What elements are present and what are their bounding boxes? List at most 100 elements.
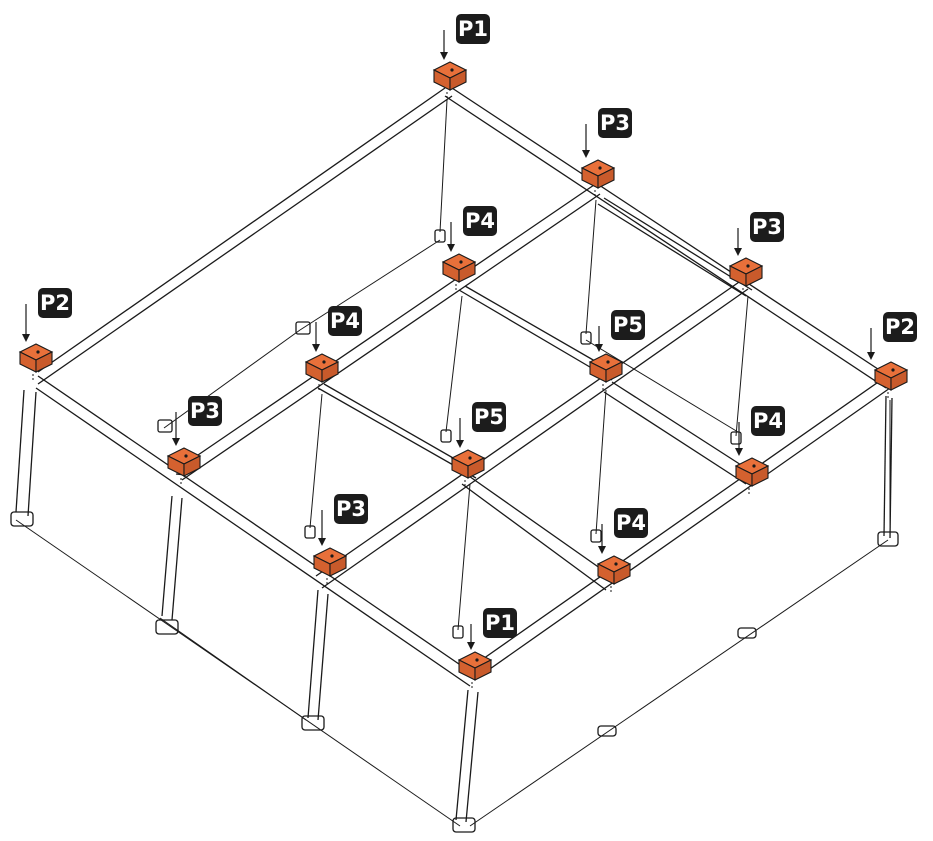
callout-box <box>328 306 362 336</box>
connector-right-face <box>890 369 908 391</box>
callout-box <box>334 494 368 524</box>
callout-arrowhead <box>467 642 475 650</box>
callout-arrowhead <box>447 244 455 252</box>
connector-p1-top-back <box>432 61 468 98</box>
callout-box <box>883 312 917 342</box>
callout-label: P4 <box>753 409 783 433</box>
connector-p1-front-bottom <box>457 651 493 688</box>
connector-hole <box>36 350 40 354</box>
callout-box <box>611 310 645 340</box>
connector-hole <box>330 554 334 558</box>
callout-arrowhead <box>734 248 742 256</box>
callout-center-right: P5 <box>595 310 645 352</box>
connector-hole <box>614 562 618 566</box>
callout-label: P3 <box>190 399 220 423</box>
connector-hole <box>184 454 188 458</box>
connector-right-face <box>751 465 769 487</box>
callout-box <box>750 212 784 242</box>
connector-right-face <box>605 361 623 383</box>
connector-right-face <box>474 659 492 681</box>
connector-hole <box>598 166 602 170</box>
connector-right-face <box>35 351 53 373</box>
callout-box <box>472 402 506 432</box>
connector-p3-left-rail-front <box>166 447 202 484</box>
connector-right-face <box>321 361 339 383</box>
callout-center-back: P4 <box>447 206 497 252</box>
callout-arrowhead <box>22 334 30 342</box>
connector-p4-front-mid <box>596 555 632 592</box>
callout-label: P1 <box>485 611 515 635</box>
connector-right-face <box>458 261 476 283</box>
connector-right-face <box>745 265 763 287</box>
callout-label: P5 <box>474 405 504 429</box>
connector-hole <box>459 260 463 264</box>
connector-p2-left-outer <box>18 343 54 380</box>
callout-box <box>598 108 632 138</box>
callout-right-outer: P2 <box>867 312 917 360</box>
callout-box <box>456 14 490 44</box>
callout-arrowhead <box>582 150 590 158</box>
panel-outlines <box>15 400 891 827</box>
connector-hole <box>450 68 454 72</box>
connector-hole <box>891 368 895 372</box>
callout-label: P4 <box>330 309 360 333</box>
connector-p3-back-right <box>728 257 764 294</box>
connector-right-face <box>597 167 615 189</box>
callout-arrowhead <box>172 438 180 446</box>
feet <box>10 511 899 833</box>
callout-right-cell: P4 <box>735 406 785 456</box>
callout-label: P2 <box>885 315 915 339</box>
callout-label: P1 <box>458 17 488 41</box>
callout-box <box>463 206 497 236</box>
callout-top-back: P1 <box>440 14 490 60</box>
connector-hole <box>752 464 756 468</box>
callout-box <box>751 406 785 436</box>
callout-front-bottom: P1 <box>467 608 517 650</box>
callout-label: P3 <box>600 111 630 135</box>
connector-p4-right-cell <box>734 457 770 494</box>
connector-right-face <box>467 457 485 479</box>
connector-p4-center-back <box>441 253 477 290</box>
connector-hole <box>468 456 472 460</box>
callout-arrowhead <box>598 546 606 554</box>
callout-arrowhead <box>456 440 464 448</box>
callout-front-mid: P4 <box>598 508 648 554</box>
frame-structure <box>10 87 899 833</box>
dowel-guides <box>163 99 749 631</box>
callout-label: P4 <box>616 511 646 535</box>
connector-p4-left-rail-mid <box>304 353 340 390</box>
callout-box <box>614 508 648 538</box>
callout-arrowhead <box>595 344 603 352</box>
callout-label: P3 <box>336 497 366 521</box>
callout-label: P2 <box>40 291 70 315</box>
connector-p2-right-outer <box>873 361 909 398</box>
callout-left-rail-front: P3 <box>172 396 222 446</box>
callout-label: P5 <box>613 313 643 337</box>
connector-right-face <box>449 69 467 91</box>
top-rails <box>35 87 891 687</box>
callout-arrowhead <box>735 448 743 456</box>
connector-right-face <box>613 563 631 585</box>
connector-right-face <box>329 555 347 577</box>
callout-label: P4 <box>465 209 495 233</box>
callout-back-right: P3 <box>734 212 784 256</box>
callout-front-left-mid: P3 <box>318 494 368 546</box>
callout-arrowhead <box>312 344 320 352</box>
callout-arrowhead <box>318 538 326 546</box>
callout-arrowhead <box>440 52 448 60</box>
callout-left-rail-mid: P4 <box>312 306 362 352</box>
callout-box <box>188 396 222 426</box>
connector-right-face <box>183 455 201 477</box>
callout-box <box>483 608 517 638</box>
connector-pieces <box>18 61 909 688</box>
callout-left-outer: P2 <box>22 288 72 342</box>
pins <box>157 229 742 639</box>
connector-p5-center <box>450 449 486 486</box>
callout-back-rail-mid: P3 <box>582 108 632 158</box>
connector-hole <box>606 360 610 364</box>
callout-center: P5 <box>456 402 506 448</box>
callout-box <box>38 288 72 318</box>
connector-hole <box>475 658 479 662</box>
